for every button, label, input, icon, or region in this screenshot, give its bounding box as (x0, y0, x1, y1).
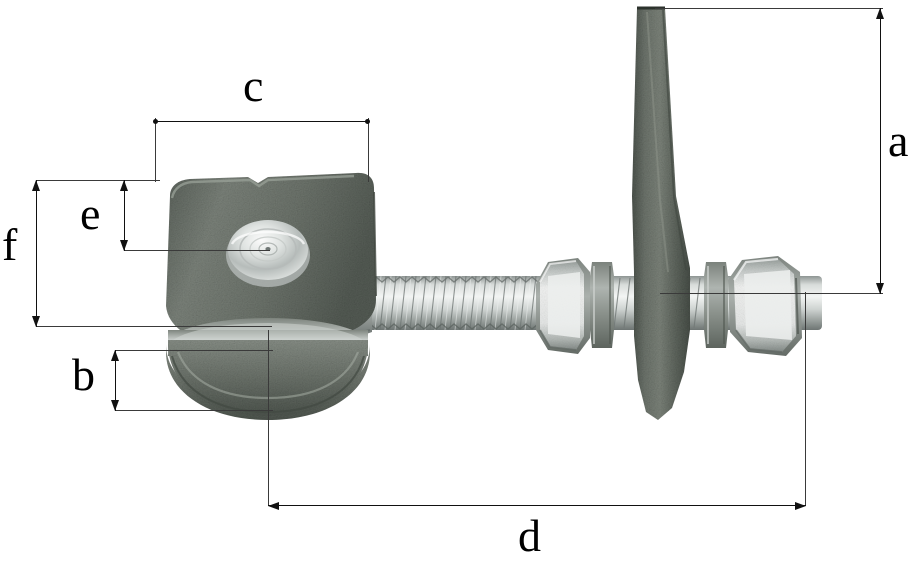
dim-e-line (124, 180, 125, 251)
dim-e-arrow-bottom (120, 240, 128, 251)
dim-b-arrow-top (111, 350, 119, 361)
dim-label-e: e (80, 188, 101, 239)
dim-label-a: a (888, 115, 909, 166)
hex-nut-outer (728, 256, 802, 356)
dim-a-line (880, 8, 881, 294)
dim-a-arrow-top (876, 8, 884, 19)
dim-b-line (115, 350, 116, 411)
washer-outer (704, 262, 728, 348)
dim-c-endpoint-right (365, 119, 370, 124)
hinge-shank (318, 273, 372, 337)
dim-b-arrow-bottom (111, 400, 119, 411)
tapered-weld-plate (632, 8, 690, 420)
dim-f-arrow-top (32, 180, 40, 191)
dim-d-ext-left (268, 330, 269, 506)
dim-f-line (36, 180, 37, 327)
dim-c-ext-right (368, 118, 369, 182)
hex-nut-inner (536, 258, 590, 354)
dim-a-ext-top (655, 8, 883, 9)
dim-d-arrow-right (795, 502, 806, 510)
dim-c-endpoint-left (153, 119, 158, 124)
dim-e-leader-pin (124, 250, 270, 251)
dim-e-arrow-top (120, 180, 128, 191)
hinge-body-bracket (166, 172, 376, 342)
dim-label-c: c (243, 60, 264, 111)
dim-label-b: b (72, 349, 95, 400)
dim-label-f: f (2, 219, 18, 270)
washer-inner (590, 262, 614, 348)
dim-b-ext-bottom (115, 410, 273, 411)
dim-f-ext-bottom (36, 326, 272, 327)
dim-d-arrow-left (268, 502, 279, 510)
dim-e-ext-top (124, 180, 160, 181)
dim-f-ext-top (36, 180, 160, 181)
dim-c-ext-left (155, 118, 156, 182)
dim-d-ext-right (805, 292, 806, 506)
dim-c-line (155, 121, 369, 122)
dim-d-line (268, 505, 806, 506)
threaded-rod-group (351, 275, 822, 331)
dim-label-d: d (518, 510, 541, 561)
dim-a-arrow-bottom (876, 283, 884, 294)
dim-f-arrow-bottom (32, 316, 40, 327)
dim-b-ext-top (115, 350, 273, 351)
pivot-pin (226, 220, 310, 287)
dim-a-ext-bottom (660, 293, 883, 294)
